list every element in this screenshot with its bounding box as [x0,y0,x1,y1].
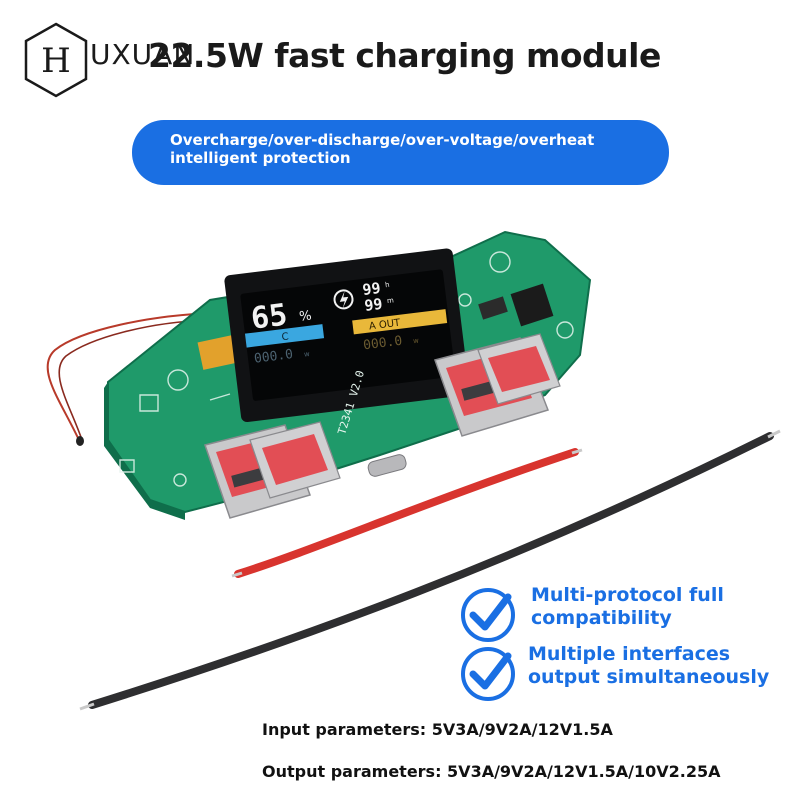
oled-display: 65 % 99 h 99 m C A OUT 000.0 w 000.0 w [224,248,470,423]
usb-c-port [367,454,407,477]
protection-banner [132,120,669,185]
thermistor-tip [76,436,84,446]
feature-2-line-1: Multiple interfaces [528,643,731,665]
display-right-value: 000.0 [362,334,403,354]
display-left-value: 000.0 [253,347,294,367]
feature-1-line-2: compatibility [531,607,672,629]
display-minutes: 99 [363,295,383,315]
display-minutes-unit: m [387,296,395,305]
display-hours: 99 [361,279,381,299]
ribbon-cable [197,334,243,370]
banner-line-2: intelligent protection [170,149,351,167]
feature-1-line-1: Multi-protocol full [531,584,724,606]
svg-text:H: H [41,41,71,81]
display-left-unit: w [303,350,310,359]
red-wire [234,448,579,578]
feature-multiple-interfaces: Multiple interfaces output simultaneousl… [528,643,769,689]
display-left-mode: C [281,331,289,343]
black-wire [88,432,774,709]
display-right-unit: w [413,337,420,346]
thermistor-wire [46,312,217,439]
lightning-icon [333,289,354,310]
checkmark-badge-icon [461,588,515,642]
controller-chip [510,283,554,327]
usb-port-right-2 [477,333,561,405]
output-parameters: Output parameters: 5V3A/9V2A/12V1.5A/10V… [262,762,721,781]
display-percent: 65 [249,298,289,337]
display-hours-unit: h [385,281,390,289]
input-parameters: Input parameters: 5V3A/9V2A/12V1.5A [262,720,613,739]
brand-name: UXUAN [90,38,196,71]
brand-logo: H [24,22,88,98]
usb-port-left-2 [249,421,341,499]
protection-banner-text: Overcharge/over-discharge/over-voltage/o… [170,131,630,167]
display-percent-unit: % [298,308,312,324]
page-title: 22.5W fast charging module [148,36,661,75]
display-right-mode: A OUT [368,318,401,333]
feature-2-line-2: output simultaneously [528,666,770,688]
checkmark-badge-icon [461,647,515,701]
feature-multi-protocol: Multi-protocol full compatibility [531,584,724,630]
banner-line-1: Overcharge/over-discharge/over-voltage/o… [170,131,595,149]
